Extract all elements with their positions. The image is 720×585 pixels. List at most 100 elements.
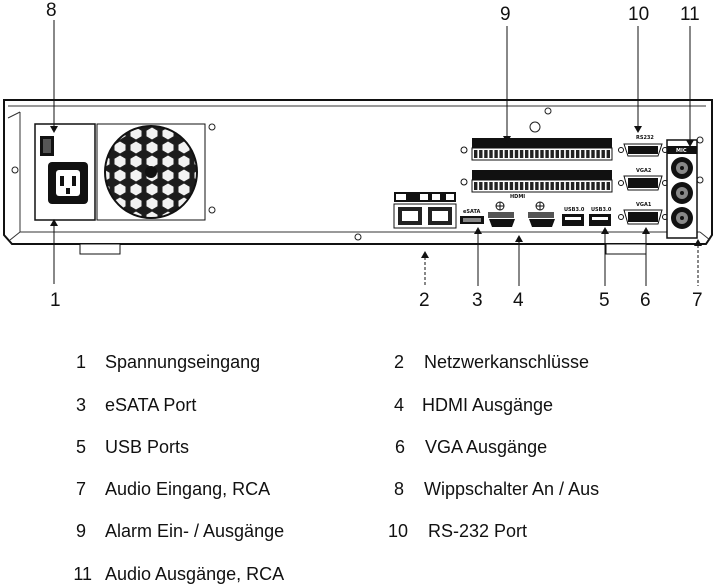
terminal-pin bbox=[494, 182, 498, 190]
vga-ports: VGA2 VGA1 bbox=[618, 168, 668, 225]
callout-10: 10 bbox=[628, 4, 649, 25]
terminal-pin bbox=[606, 182, 610, 190]
terminal-pin bbox=[576, 182, 580, 190]
legend-text: USB Ports bbox=[105, 437, 190, 457]
vga1-label: VGA1 bbox=[636, 202, 652, 208]
callout-1: 1 bbox=[50, 290, 61, 311]
fan-grill bbox=[96, 123, 206, 221]
terminal-pin bbox=[591, 150, 595, 158]
legend-text: Alarm Ein- / Ausgänge bbox=[105, 521, 285, 541]
terminal-pin bbox=[570, 182, 575, 190]
terminal-pin bbox=[484, 150, 488, 158]
legend-number: 10 bbox=[387, 521, 408, 541]
terminal-pin bbox=[504, 182, 508, 190]
callout-4: 4 bbox=[513, 290, 524, 311]
screw-icon bbox=[11, 166, 19, 174]
terminal-pin bbox=[474, 182, 478, 190]
screw-icon bbox=[354, 233, 362, 241]
network-ports bbox=[393, 192, 457, 229]
terminal-pin bbox=[560, 150, 565, 158]
hdmi-logo: HDMI bbox=[510, 194, 525, 200]
alarm-terminal-blocks bbox=[460, 138, 613, 193]
terminal-pin bbox=[509, 150, 514, 158]
terminal-pin bbox=[570, 150, 575, 158]
legend-number: 6 bbox=[394, 437, 405, 457]
terminal-pin bbox=[545, 150, 549, 158]
terminal-pin bbox=[591, 182, 595, 190]
terminal-pin bbox=[601, 182, 605, 190]
terminal-pin bbox=[596, 182, 600, 190]
callout-numbers: 8 9 10 11 1 2 3 4 5 6 7 bbox=[46, 0, 703, 311]
terminal-pin bbox=[540, 150, 544, 158]
mic-label: MIC bbox=[676, 148, 687, 154]
callout-arrowheads bbox=[50, 126, 702, 258]
terminal-pin bbox=[504, 150, 508, 158]
legend-number: 11 bbox=[73, 564, 92, 584]
callout-3: 3 bbox=[472, 290, 483, 311]
callout-8: 8 bbox=[46, 0, 57, 21]
terminal-pin bbox=[550, 182, 554, 190]
vga2-label: VGA2 bbox=[636, 168, 652, 174]
esata-port: eSATA bbox=[460, 209, 484, 224]
terminal-pin bbox=[565, 182, 570, 190]
legend-text: HDMI Ausgänge bbox=[422, 395, 554, 415]
terminal-pin bbox=[530, 182, 534, 190]
terminal-pin bbox=[530, 150, 534, 158]
terminal-pin bbox=[576, 150, 580, 158]
terminal-pin bbox=[540, 182, 544, 190]
terminal-pin bbox=[581, 150, 585, 158]
terminal-pin bbox=[514, 182, 519, 190]
callout-6: 6 bbox=[640, 290, 651, 311]
legend-number: 8 bbox=[393, 479, 404, 499]
usb-label: USB3.0 bbox=[591, 207, 612, 213]
terminal-pin bbox=[509, 182, 514, 190]
usb-label: USB3.0 bbox=[564, 207, 585, 213]
legend-number: 9 bbox=[75, 521, 86, 541]
terminal-pin bbox=[545, 182, 549, 190]
legend-text: Audio Eingang, RCA bbox=[105, 479, 271, 499]
terminal-pin bbox=[565, 150, 570, 158]
terminal-pin bbox=[494, 150, 498, 158]
power-input bbox=[34, 123, 96, 221]
rs232-label: RS232 bbox=[636, 135, 654, 141]
legend-number: 4 bbox=[393, 395, 404, 415]
terminal-pin bbox=[489, 150, 493, 158]
terminal-pin bbox=[514, 150, 519, 158]
terminal-pin bbox=[499, 182, 503, 190]
legend-text: RS-232 Port bbox=[428, 521, 528, 541]
callout-5: 5 bbox=[599, 290, 610, 311]
terminal-pin bbox=[606, 150, 610, 158]
legend-text: VGA Ausgänge bbox=[425, 437, 548, 457]
legend-text: eSATA Port bbox=[105, 395, 197, 415]
rs232-port: RS232 bbox=[618, 135, 668, 157]
terminal-pin bbox=[596, 150, 600, 158]
screw-icon bbox=[208, 206, 216, 214]
usb-ports: USB3.0 USB3.0 bbox=[562, 207, 612, 226]
legend-number: 1 bbox=[75, 352, 86, 372]
terminal-pin bbox=[479, 150, 483, 158]
terminal-pin bbox=[581, 182, 585, 190]
callout-2: 2 bbox=[419, 290, 430, 311]
terminal-pin bbox=[479, 182, 483, 190]
audio-rca-block: MIC bbox=[666, 139, 698, 239]
terminal-pin bbox=[535, 182, 539, 190]
terminal-pin bbox=[519, 182, 524, 190]
screw-icon bbox=[208, 123, 216, 131]
legend-number: 3 bbox=[75, 395, 86, 415]
terminal-pin bbox=[555, 150, 559, 158]
terminal-pins bbox=[474, 150, 610, 190]
terminal-pin bbox=[484, 182, 488, 190]
legend-text: Audio Ausgänge, RCA bbox=[105, 564, 285, 584]
terminal-pin bbox=[555, 182, 559, 190]
legend-number: 5 bbox=[75, 437, 86, 457]
legend-number: 7 bbox=[75, 479, 86, 499]
callout-11: 11 bbox=[680, 4, 700, 25]
terminal-pin bbox=[586, 150, 590, 158]
esata-label: eSATA bbox=[463, 209, 480, 215]
legend-text: Spannungseingang bbox=[105, 352, 261, 372]
rear-panel-diagram: eSATA HDMI USB3.0 USB3.0 RS23 bbox=[3, 0, 713, 311]
callout-7: 7 bbox=[692, 290, 703, 311]
terminal-pin bbox=[525, 150, 529, 158]
legend-number: 2 bbox=[393, 352, 404, 372]
callout-9: 9 bbox=[500, 4, 511, 25]
